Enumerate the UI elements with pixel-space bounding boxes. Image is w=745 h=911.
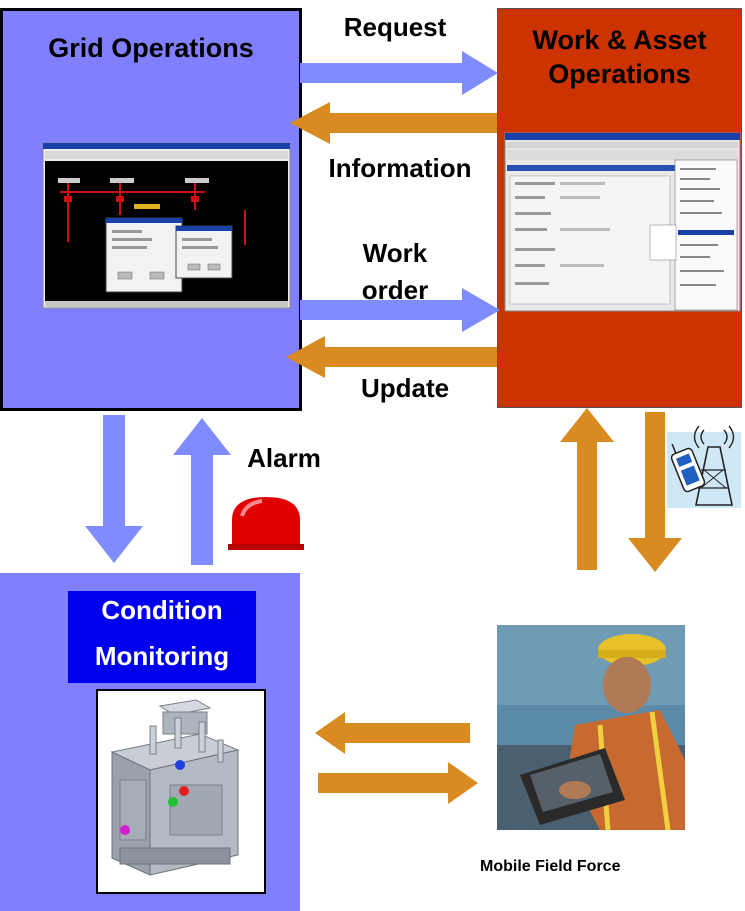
information-label: Information xyxy=(328,153,472,183)
condition-to-grid-arrow xyxy=(173,418,231,565)
condition-monitoring-title-line1: Condition xyxy=(101,595,223,625)
update-label: Update xyxy=(360,373,450,403)
grid-operations-title: Grid Operations xyxy=(48,33,254,63)
condition-to-field-arrow xyxy=(318,762,478,804)
field-to-condition-arrow xyxy=(315,712,470,754)
work-asset-title-line2: Operations xyxy=(548,59,691,89)
condition-monitoring-title-line2: Monitoring xyxy=(94,641,230,671)
field-to-work-arrow xyxy=(560,408,614,570)
work-to-field-arrow xyxy=(628,412,682,572)
condition-monitoring-title-background xyxy=(68,591,256,683)
wireless-tower-icon xyxy=(667,425,741,508)
work-order-arrow xyxy=(300,288,500,332)
field-worker-photo xyxy=(497,625,685,831)
mobile-field-force-caption: Mobile Field Force xyxy=(480,858,621,875)
work-asset-operations-title: Work & Asset Operations xyxy=(498,23,741,91)
alarm-label: Alarm xyxy=(247,443,321,473)
work-order-label-line2: order xyxy=(361,275,429,305)
request-arrow xyxy=(300,51,498,95)
work-order-label-line1: Work xyxy=(362,238,428,268)
update-arrow xyxy=(286,336,497,378)
work-asset-title-line1: Work & Asset xyxy=(532,25,707,55)
transformer-image xyxy=(96,689,266,894)
information-arrow xyxy=(290,102,497,144)
request-label: Request xyxy=(343,12,447,42)
alarm-light-icon xyxy=(228,497,304,550)
grid-to-condition-arrow xyxy=(85,415,143,563)
grid-scada-screenshot xyxy=(42,142,291,309)
work-management-screenshot xyxy=(504,132,741,312)
